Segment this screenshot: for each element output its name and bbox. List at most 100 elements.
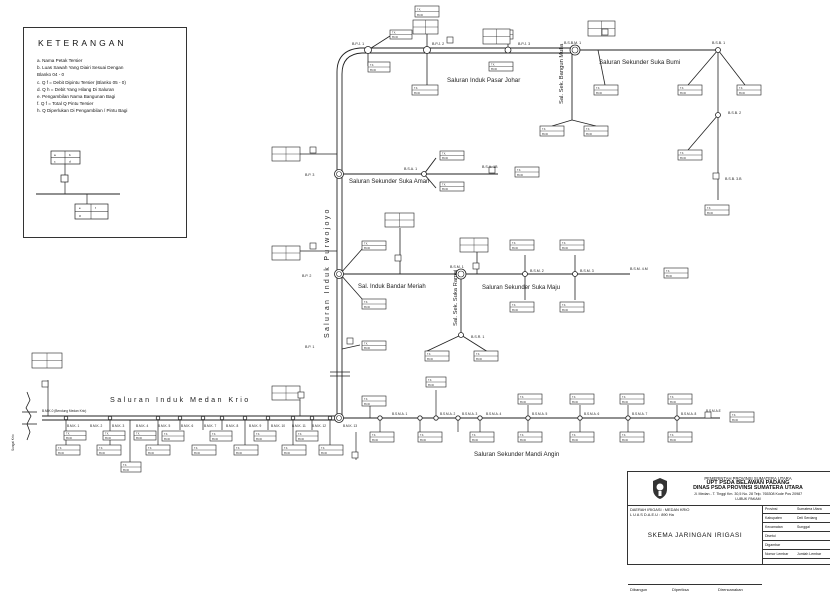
division-node: [364, 46, 372, 54]
tertier-box: T.K.85.00: [736, 84, 762, 96]
tertier-box: [271, 245, 301, 261]
tertier-box-label: 85.00: [194, 452, 201, 455]
tertier-box-label: T.K.: [586, 128, 590, 131]
tertier-box-label: T.K.: [427, 353, 431, 356]
tertier-box: T.K.85.00: [667, 431, 693, 443]
division-node-inner: [336, 271, 342, 277]
tertier-box-label: T.K.: [562, 242, 566, 245]
legend-item: b. Luas Sawah Yang Diairi Sesuai Dengan: [37, 65, 124, 71]
channel-suka-bumi-branches: [687, 49, 746, 200]
node-bsm3: B.S.M. 3: [580, 269, 594, 273]
tertier-box: T.K.85.00: [619, 431, 645, 443]
tertier-box-label: T.K.: [236, 447, 240, 450]
tertier-box-label: 85.00: [622, 439, 629, 442]
node-bsb3: B.S.B. 3.B: [725, 177, 742, 181]
weir-structure: [22, 391, 37, 441]
tertier-box-label: T.K.: [517, 169, 521, 172]
tertier-box-label: 85.00: [491, 68, 498, 71]
tertier-box: T.K.85.00: [367, 61, 391, 73]
tertier-box-label: T.K.: [58, 447, 62, 450]
tertier-box-group: T.K.85.00T.K.85.00T.K.85.00T.K.85.00T.K.…: [31, 5, 762, 473]
tb-sign-1: Dibangun: [630, 587, 648, 592]
tb-sign-2: Diperiksa: [672, 587, 689, 592]
tertier-box-label: T.K.: [442, 153, 446, 156]
sample-b: b: [69, 153, 71, 157]
node-bsma4: B.S.M.A. 4: [486, 412, 501, 416]
tertier-box: T.K.85.00: [704, 204, 730, 216]
tertier-box-label: 85.00: [442, 188, 449, 191]
tb-sign-3: Direncanakan: [718, 587, 743, 592]
tertier-box-label: T.K.: [476, 353, 480, 356]
tertier-box-label: 85.00: [520, 439, 527, 442]
tertier-box-label: T.K.: [512, 242, 516, 245]
tertier-box-label: T.K.: [542, 128, 546, 131]
tertier-box: T.K.85.00: [145, 444, 171, 456]
node-bsa1: B.S.A. 1: [404, 167, 417, 171]
tertier-box: T.K. 85.00: [583, 125, 609, 137]
label-mandi-angin: Saluran Sekunder Mandi Angin: [474, 451, 560, 458]
tertier-box: T.K.85.00: [161, 430, 185, 442]
tertier-box-label: 85.00: [417, 14, 424, 17]
node-bmk6: B.M.K. 6: [181, 424, 193, 428]
tertier-box-label: 85.00: [517, 174, 524, 177]
tertier-box-label: T.K.: [680, 87, 684, 90]
channel-medan-krio: [42, 415, 340, 421]
tertier-box-label: 85.00: [586, 133, 593, 136]
tertier-box-label: T.K.: [520, 396, 524, 399]
tertier-box-label: 85.00: [428, 384, 435, 387]
tertier-box-label: 85.00: [562, 309, 569, 312]
division-node: [572, 271, 578, 277]
gate-structure: [472, 262, 480, 270]
division-node: [377, 415, 383, 421]
tertier-box-label: T.K.: [512, 304, 516, 307]
tertier-box-label: T.K.: [680, 152, 684, 155]
gate-structure: [297, 391, 305, 399]
tertier-box-label: T.K.: [491, 64, 495, 67]
tertier-box-label: T.K.: [442, 184, 446, 187]
node-bsm4: B.S.M. 4.M: [630, 267, 648, 271]
tb-line3: DINAS PSDA PROVINSI SUMATERA UTARA: [693, 485, 803, 492]
tertier-box-label: 85.00: [58, 452, 65, 455]
division-node: [177, 415, 183, 421]
tertier-box-label: T.K.: [420, 434, 424, 437]
division-node: [290, 415, 296, 421]
tertier-box-label: T.K.: [417, 9, 421, 12]
tb-title: SKEMA JARINGAN IRIGASI: [647, 532, 743, 539]
tertier-box-label: 85.00: [562, 247, 569, 250]
node-bsm2: B.S.M. 2: [530, 269, 544, 273]
tertier-box: T.K.85.00: [509, 301, 535, 313]
label-suka-ramai: Sal. Sek. Suka Ramai: [453, 270, 459, 326]
division-node: [417, 415, 423, 421]
node-bsb1: B.S.B. 1: [712, 41, 725, 45]
tertier-box-label: 85.00: [707, 212, 714, 215]
channel-suka-ramai: [424, 274, 489, 353]
tertier-box: T.K. 85.00: [191, 444, 217, 456]
drawing-sheet: KETERANGAN a. Nama Petak Tersier b. Luas…: [11, 5, 830, 592]
tb-line5: LUBUK PAKAM: [735, 496, 761, 501]
tertier-box: T.K.85.00: [369, 431, 395, 443]
tertier-box: T.K.85.00: [517, 431, 543, 443]
tertier-box: T.K.85.00: [389, 29, 413, 40]
tertier-box: T.K.85.00: [677, 149, 703, 161]
tertier-box: T.K.85.00: [569, 431, 595, 443]
gate-structure: [351, 451, 359, 459]
tertier-box-label: T.K.: [194, 447, 198, 450]
node-bmk12: B.M.K. 12: [312, 424, 326, 428]
legend-title: KETERANGAN: [38, 38, 127, 48]
tertier-box-label: 85.00: [372, 439, 379, 442]
division-node: [423, 46, 431, 54]
tb-row: Disetui: [763, 532, 830, 541]
tertier-box: T.K.85.00: [318, 444, 344, 456]
label-suka-aman: Saluran Sekunder Suka Aman: [349, 179, 429, 185]
tertier-box-label: 85.00: [622, 401, 629, 404]
tertier-box-label: 85.00: [472, 439, 479, 442]
legend-item: e. Pengambilan Nama Bangunan Bagi: [37, 94, 116, 100]
division-node: [477, 415, 483, 421]
gate-structure: [394, 254, 402, 262]
tertier-box-label: 85.00: [236, 452, 243, 455]
tertier-box: T.K.85.00: [559, 301, 585, 313]
node-bp2: B.P. 2: [302, 274, 311, 278]
tertier-box: T.K.85.00: [619, 393, 645, 405]
